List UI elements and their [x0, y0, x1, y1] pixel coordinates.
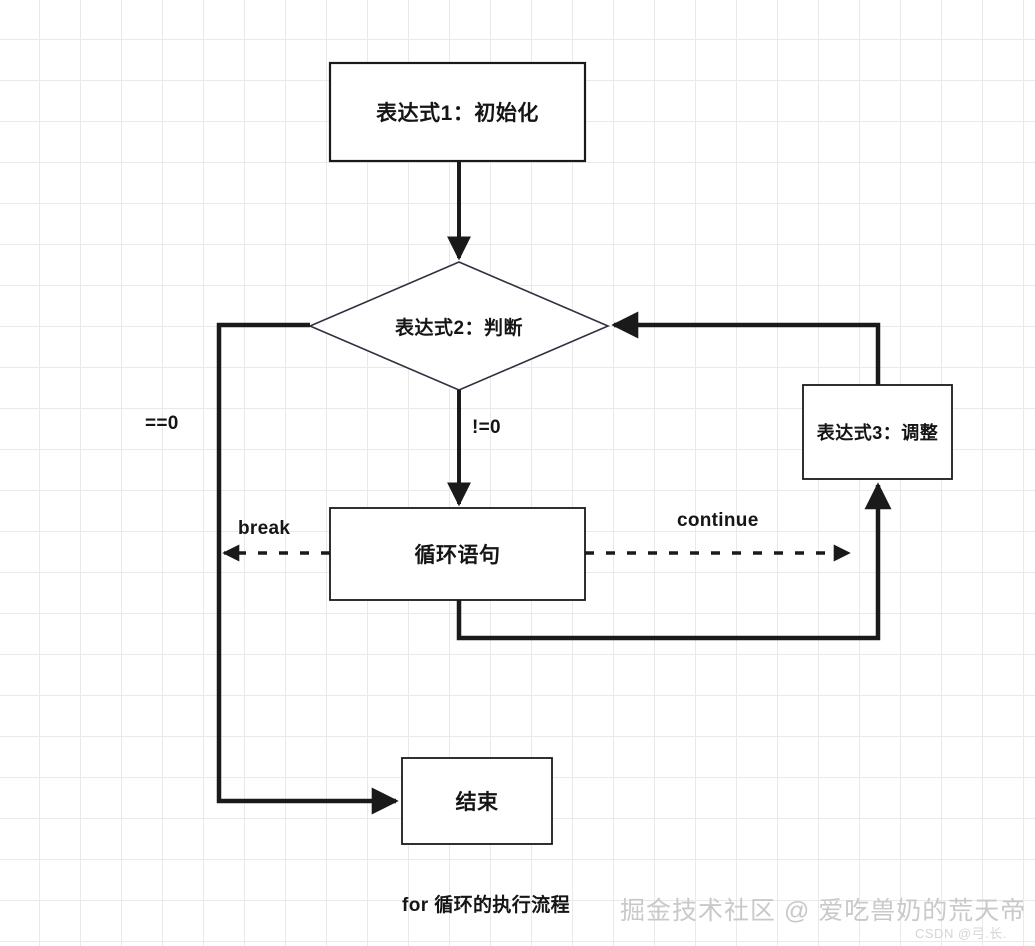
node-update-shape — [802, 384, 953, 480]
watermark-main: 掘金技术社区 @ 爱吃兽奶的荒天帝 — [620, 897, 1027, 925]
diagram-caption: for 循环的执行流程 — [402, 895, 571, 916]
node-body-shape — [329, 507, 586, 601]
edge-label-false-branch: ==0 — [145, 413, 179, 434]
edge-body-to-update — [456, 482, 892, 641]
edge-label-break: break — [238, 518, 291, 539]
watermark-sub: CSDN @弓.长. — [915, 926, 1007, 941]
edge-update-to-cond — [611, 311, 881, 385]
node-end-shape — [401, 757, 553, 845]
edge-label-continue: continue — [677, 510, 759, 531]
edge-label-true-branch: !=0 — [472, 417, 501, 438]
edge-cond-false-to-end — [216, 322, 399, 815]
node-cond-shape — [307, 261, 611, 391]
node-init-shape — [328, 61, 587, 163]
